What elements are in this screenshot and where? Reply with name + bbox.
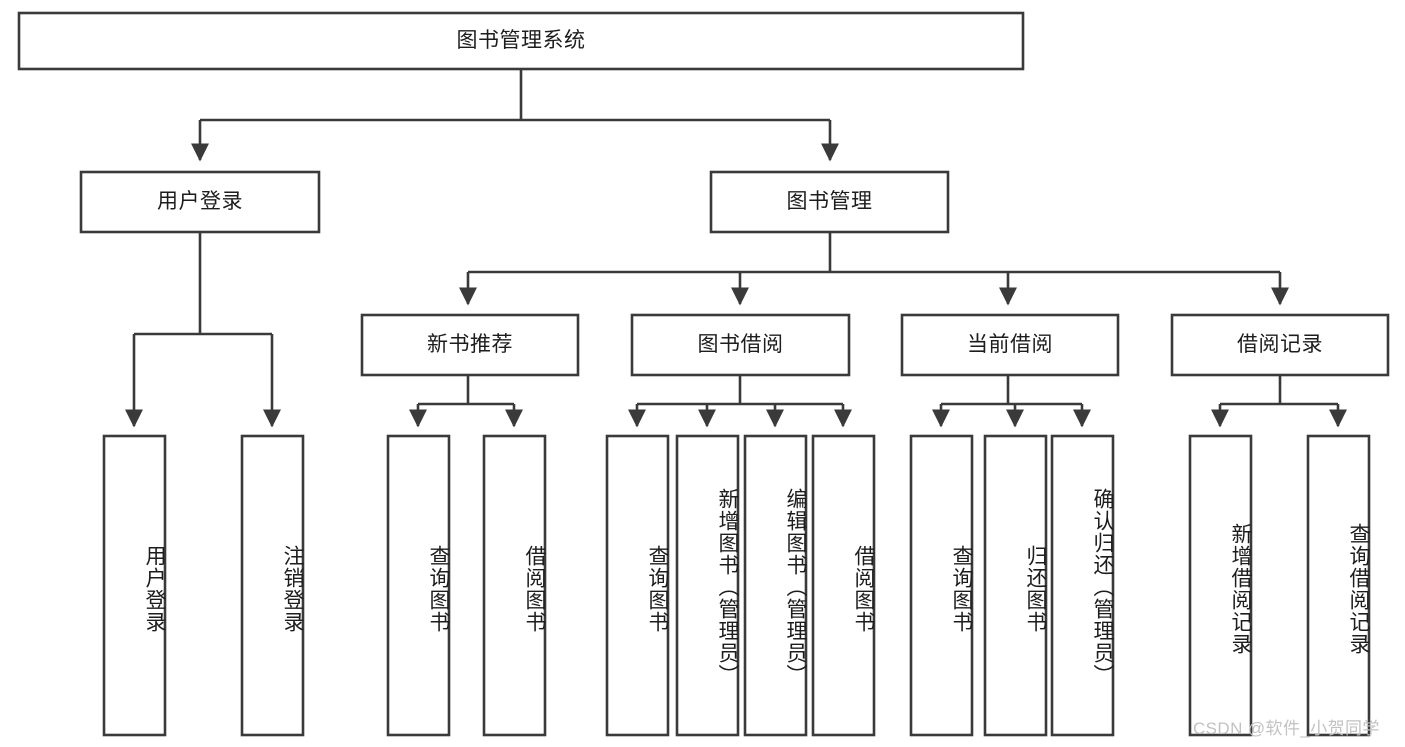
node-box-borrow-record[interactable] (1170, 313, 1390, 377)
leaf-box-9[interactable] (983, 434, 1048, 737)
leaf-box-1[interactable] (240, 434, 305, 737)
leaf-box-8[interactable] (909, 434, 974, 737)
leaf-box-11[interactable] (1188, 434, 1253, 737)
node-box-root[interactable] (17, 11, 1025, 71)
leaf-box-7[interactable] (811, 434, 876, 737)
leaf-box-5[interactable] (675, 434, 740, 737)
leaf-box-10[interactable] (1050, 434, 1115, 737)
node-box-user-login[interactable] (79, 170, 321, 234)
leaf-box-0[interactable] (102, 434, 167, 737)
leaf-box-12[interactable] (1306, 434, 1371, 737)
node-box-book-management[interactable] (709, 170, 950, 234)
node-box-current-borrow[interactable] (900, 313, 1120, 377)
node-box-book-borrow[interactable] (630, 313, 851, 377)
watermark-text: CSDN @软件_小贺同学 (1193, 719, 1380, 738)
leaf-box-3[interactable] (482, 434, 547, 737)
leaf-box-6[interactable] (743, 434, 808, 737)
leaf-box-4[interactable] (605, 434, 670, 737)
node-box-new-book-recommend[interactable] (360, 313, 580, 377)
leaf-box-2[interactable] (386, 434, 451, 737)
